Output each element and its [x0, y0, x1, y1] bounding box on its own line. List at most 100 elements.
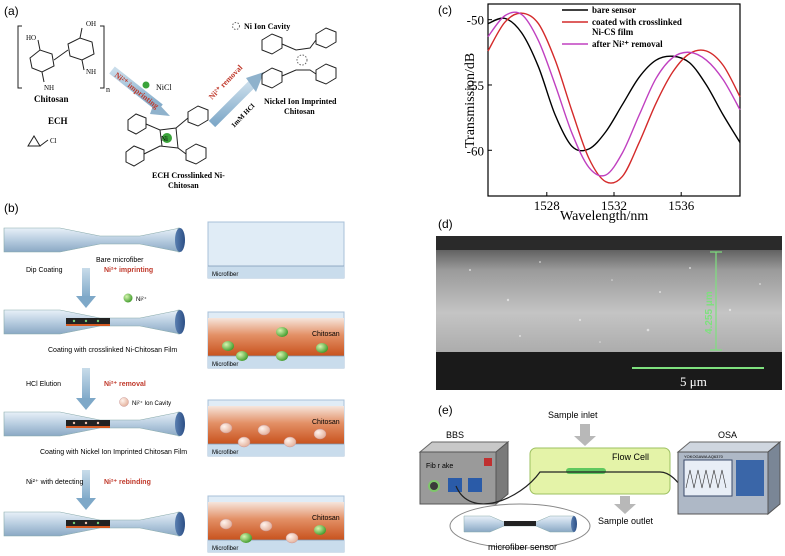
legend-label-1: bare sensor	[592, 5, 636, 15]
series-line-1	[487, 17, 741, 152]
cl-label: Cl	[50, 137, 57, 145]
nh2-label-1: NH	[44, 84, 54, 92]
panel-a-label: (a)	[4, 4, 19, 18]
coating2-label: Coating with Nickel Ion Imprinted Chitos…	[40, 449, 187, 456]
ni-ion-icon	[123, 293, 133, 303]
series-layer	[487, 11, 741, 184]
microfiber-label-4: Microfiber	[212, 546, 238, 552]
nh2-label-2: NH	[86, 68, 96, 76]
microfiber-coated-3	[3, 511, 185, 537]
panel-b: (b) Bare microfiber Coating with crossli…	[3, 201, 345, 553]
imprinting-arrowhead	[150, 100, 170, 116]
bbs-label: BBS	[446, 430, 464, 440]
bbs-device-label: Fib r ake	[426, 463, 453, 470]
y-tick-label-3: -60	[467, 143, 484, 158]
ni-center-icon	[162, 133, 172, 143]
ho-label: HO	[26, 34, 36, 42]
crosslinked-structure	[125, 105, 209, 167]
diameter-label: 4.255 μm	[704, 291, 715, 334]
microfiber-label-1: Microfiber	[212, 272, 238, 278]
bare-label: Bare microfiber	[96, 257, 144, 264]
y-tick-label-2: -55	[467, 78, 484, 93]
removal-arrow	[208, 80, 256, 128]
cross-section-1	[207, 221, 345, 279]
down-arrowhead-3	[76, 498, 96, 510]
removal-arrowhead	[246, 72, 264, 92]
y-axis-label: Transmission/dB	[463, 53, 478, 148]
microfiber-sensor-label: microfiber sensor	[488, 542, 557, 552]
inlet-arrowhead	[574, 436, 596, 446]
microfiber-coated-2	[3, 411, 185, 437]
flow-cell-label: Flow Cell	[612, 452, 649, 462]
bubble-coating	[504, 521, 536, 526]
osa-brand-label: YOKOGAWA AQ6370	[684, 454, 724, 459]
microfiber-coated-1	[3, 309, 185, 335]
x-tick-label-3: 1536	[668, 198, 695, 213]
b-rebinding-label: Ni²⁺ rebinding	[104, 479, 151, 486]
x-tick-label-2: 1532	[601, 198, 627, 213]
chitosan-label-3: Chitosan	[312, 515, 340, 522]
coating1-label: Coating with crosslinked Ni-Chitosan Fil…	[48, 347, 177, 354]
y-tick-label-1: -50	[467, 13, 484, 28]
panel-c-label: (c)	[438, 3, 452, 17]
ni-imprinting-label: Ni²⁺ imprinting	[113, 70, 161, 110]
sample-inlet-label: Sample inlet	[548, 410, 598, 420]
imprinted-structure	[261, 27, 337, 89]
cavity-icon	[296, 54, 308, 66]
sem-top-background	[436, 236, 782, 250]
cross-section-4	[207, 495, 345, 553]
x-tick-label-1: 1528	[534, 198, 560, 213]
cavity-legend-icon	[232, 22, 240, 30]
panel-e: (e) BBS Fib r ake Flow Cell Sample inlet…	[418, 403, 782, 552]
chitosan-label-2: Chitosan	[312, 419, 340, 426]
down-arrowhead-1	[76, 296, 96, 308]
chitosan-label: Chitosan	[34, 94, 69, 104]
down-arrow-1	[82, 268, 90, 298]
panel-d: (d) 4.255 μm 5 μm	[436, 217, 782, 390]
panel-e-label: (e)	[438, 403, 453, 417]
down-arrow-3	[82, 470, 90, 500]
sensor-in-cell	[566, 468, 606, 474]
ni-ion-label: Ni²⁺	[136, 296, 147, 303]
crosslinked-label-2: Chitosan	[168, 181, 199, 190]
b-removal-label: Ni²⁺ removal	[104, 381, 146, 388]
oh-label: OH	[86, 20, 96, 28]
cavity-ion-label: Ni²⁺ Ion Cavity	[132, 400, 171, 407]
osa-device	[676, 440, 782, 516]
cavity-ion-icon	[119, 397, 129, 407]
cavity-legend-label: Ni Ion Cavity	[244, 22, 290, 31]
bbs-device	[418, 440, 510, 506]
x-axis-label: Wavelength/nm	[560, 209, 648, 224]
detecting-label: Ni²⁺ with detecting	[26, 479, 83, 486]
dip-label: Dip Coating	[26, 267, 63, 274]
cross-section-2	[207, 311, 345, 369]
outlet-arrowhead	[614, 504, 636, 514]
sem-particles	[469, 261, 761, 343]
down-arrowhead-2	[76, 398, 96, 410]
microfiber-label-2: Microfiber	[212, 362, 238, 368]
nicl2-ball-icon	[142, 81, 150, 89]
inlet-arrow	[580, 424, 590, 438]
chitosan-bracket	[17, 25, 105, 89]
n-label: n	[106, 85, 110, 94]
ech-epoxide-icon	[27, 135, 49, 147]
b-imprinting-label: Ni²⁺ imprinting	[104, 267, 153, 274]
nicl2-label: NiCl	[156, 83, 172, 92]
chitosan-rings	[29, 27, 95, 83]
legend-label-3: after Ni²⁺ removal	[592, 39, 663, 49]
legend-label-2: coated with crosslinked	[592, 17, 682, 27]
product-label-1: Nickel Ion Imprinted	[264, 97, 337, 106]
ticks-layer: 1528 1532 1536 -50 -55 -60	[467, 13, 695, 213]
down-arrow-2	[82, 368, 90, 400]
osa-label: OSA	[718, 430, 737, 440]
cross-section-3	[207, 399, 345, 457]
sem-bottom-background	[436, 352, 782, 390]
sample-outlet-label: Sample outlet	[598, 516, 654, 526]
hcl-elution-label: HCl Elution	[26, 381, 61, 388]
microfiber-bare	[3, 227, 185, 253]
chitosan-label-1: Chitosan	[312, 331, 340, 338]
series-line-2	[487, 12, 741, 184]
legend-label-2-cont: Ni-CS film	[592, 27, 634, 37]
